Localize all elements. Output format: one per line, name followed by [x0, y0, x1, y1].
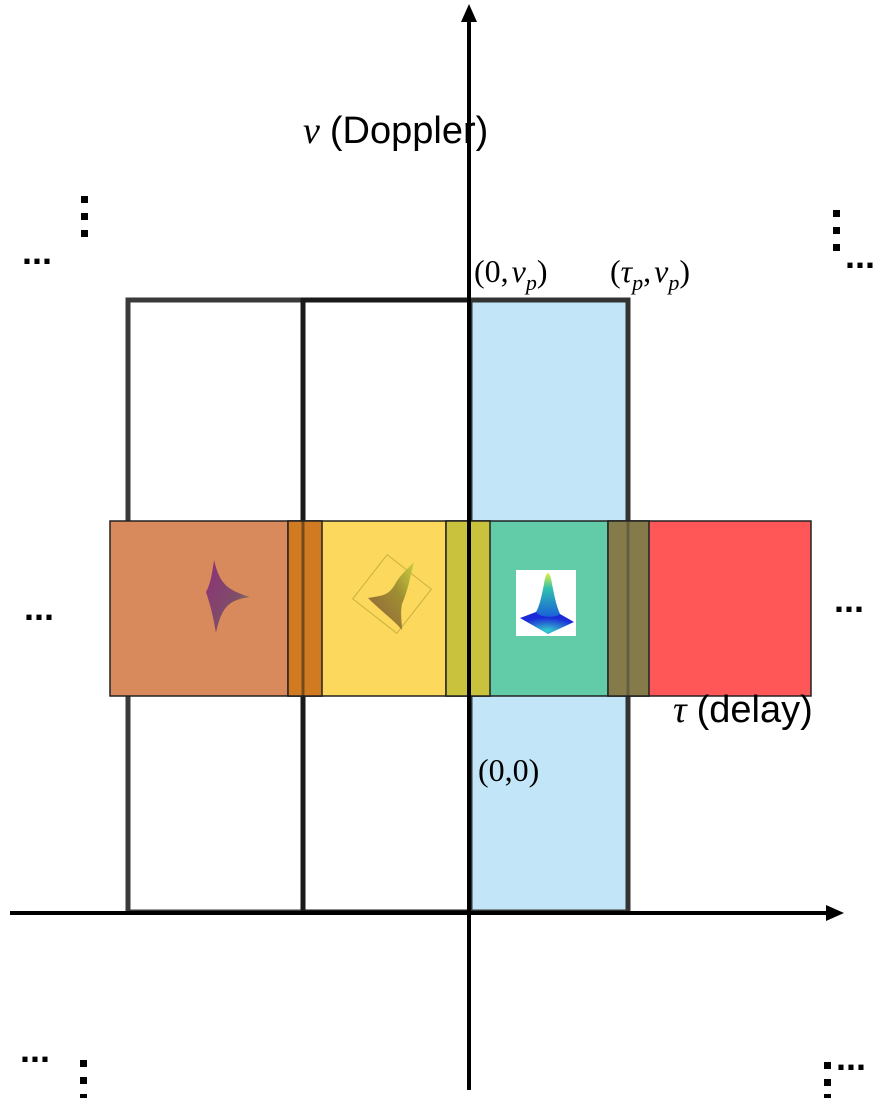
vertical-dots-top-left [81, 196, 88, 237]
ellipsis-corner-top-left: ... [22, 231, 52, 272]
pulse-shape-olive [351, 553, 433, 635]
vertical-dots-bottom-left [80, 1060, 87, 1098]
point-label-tau-p-nu-p: (τp,νp) [610, 253, 690, 295]
point-label-zero-nu-p: (0,νp) [474, 253, 548, 295]
ellipsis-right: ... [834, 579, 864, 620]
x-axis-arrow [826, 905, 844, 921]
vertical-dots-top-right [833, 210, 840, 251]
pulse-shape-peak [516, 570, 576, 636]
origin-label: (0,0) [478, 752, 539, 788]
ellipsis-corner-top-right: ... [845, 235, 875, 276]
overlap-brown-yellow [287, 520, 323, 697]
y-axis-label: ν(Doppler) [303, 110, 488, 152]
pulse-shape-purple [206, 560, 250, 633]
vertical-dots-bottom-right [824, 1062, 831, 1098]
x-axis-label: τ(delay) [673, 689, 813, 731]
y-axis-arrow [461, 4, 477, 22]
overlap-green-red [607, 520, 650, 697]
ellipsis-corner-bottom-right: ... [836, 1037, 866, 1078]
ellipsis-corner-bottom-left: ... [20, 1029, 50, 1070]
ellipsis-left: ... [24, 587, 54, 628]
